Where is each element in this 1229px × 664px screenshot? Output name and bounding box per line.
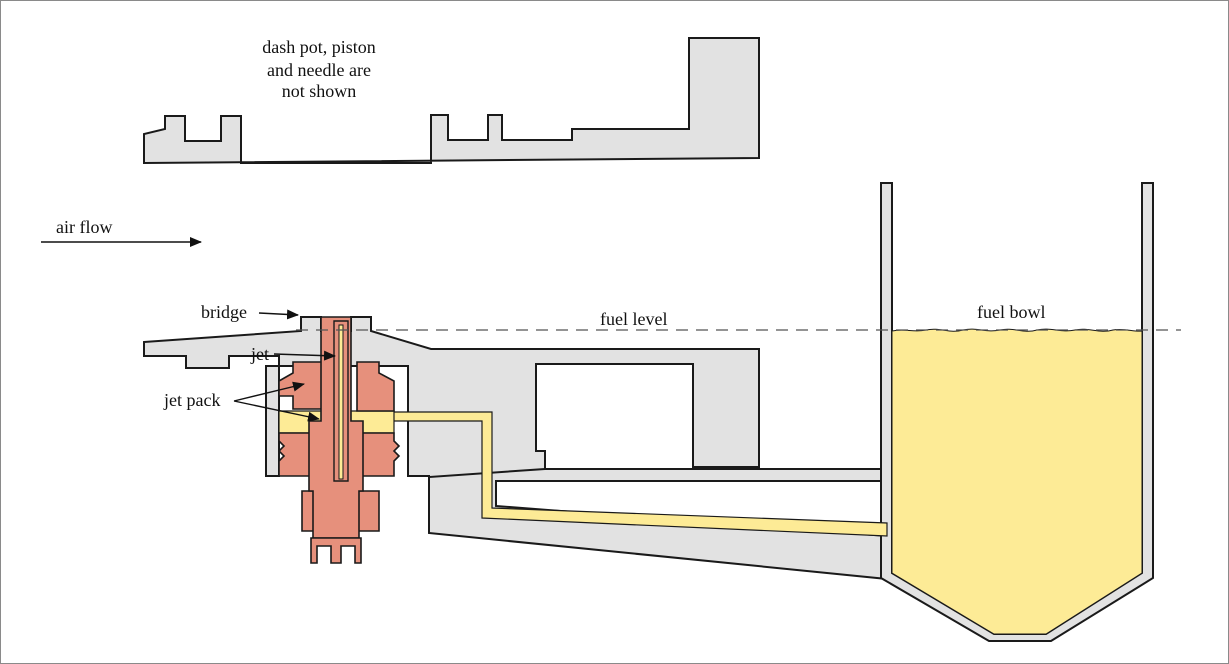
body-base xyxy=(143,316,760,482)
jet-pack-arrow-lower xyxy=(233,400,320,422)
fuel-bowl xyxy=(880,182,1154,642)
bridge-arrow xyxy=(258,309,299,320)
note-line-3: not shown xyxy=(282,81,357,101)
note-line-2: and needle are xyxy=(267,60,371,80)
fuel-level-label: fuel level xyxy=(600,309,667,329)
carburettor-body xyxy=(143,37,888,581)
jet-pack-label: jet pack xyxy=(163,390,220,410)
jet-label: jet xyxy=(250,344,269,364)
air-flow-label: air flow xyxy=(56,217,112,237)
top-housing xyxy=(143,37,760,165)
jet-fuel-bore xyxy=(338,324,344,480)
jet-arrow xyxy=(273,350,336,361)
note-line-1: dash pot, piston xyxy=(262,37,376,57)
annotation-arrows xyxy=(41,237,336,422)
jet-pack xyxy=(277,316,401,564)
bridge-label: bridge xyxy=(201,302,247,322)
jet-fork xyxy=(310,537,362,564)
jet-pack-lower-right xyxy=(360,432,401,477)
fuel-in-bowl xyxy=(891,328,1143,635)
jet-pack-arrow-upper xyxy=(233,381,305,402)
labels: dash pot, piston and needle are not show… xyxy=(56,37,1045,410)
jet-pack-upper-right xyxy=(356,361,395,412)
fuel-bowl-label: fuel bowl xyxy=(977,302,1045,322)
